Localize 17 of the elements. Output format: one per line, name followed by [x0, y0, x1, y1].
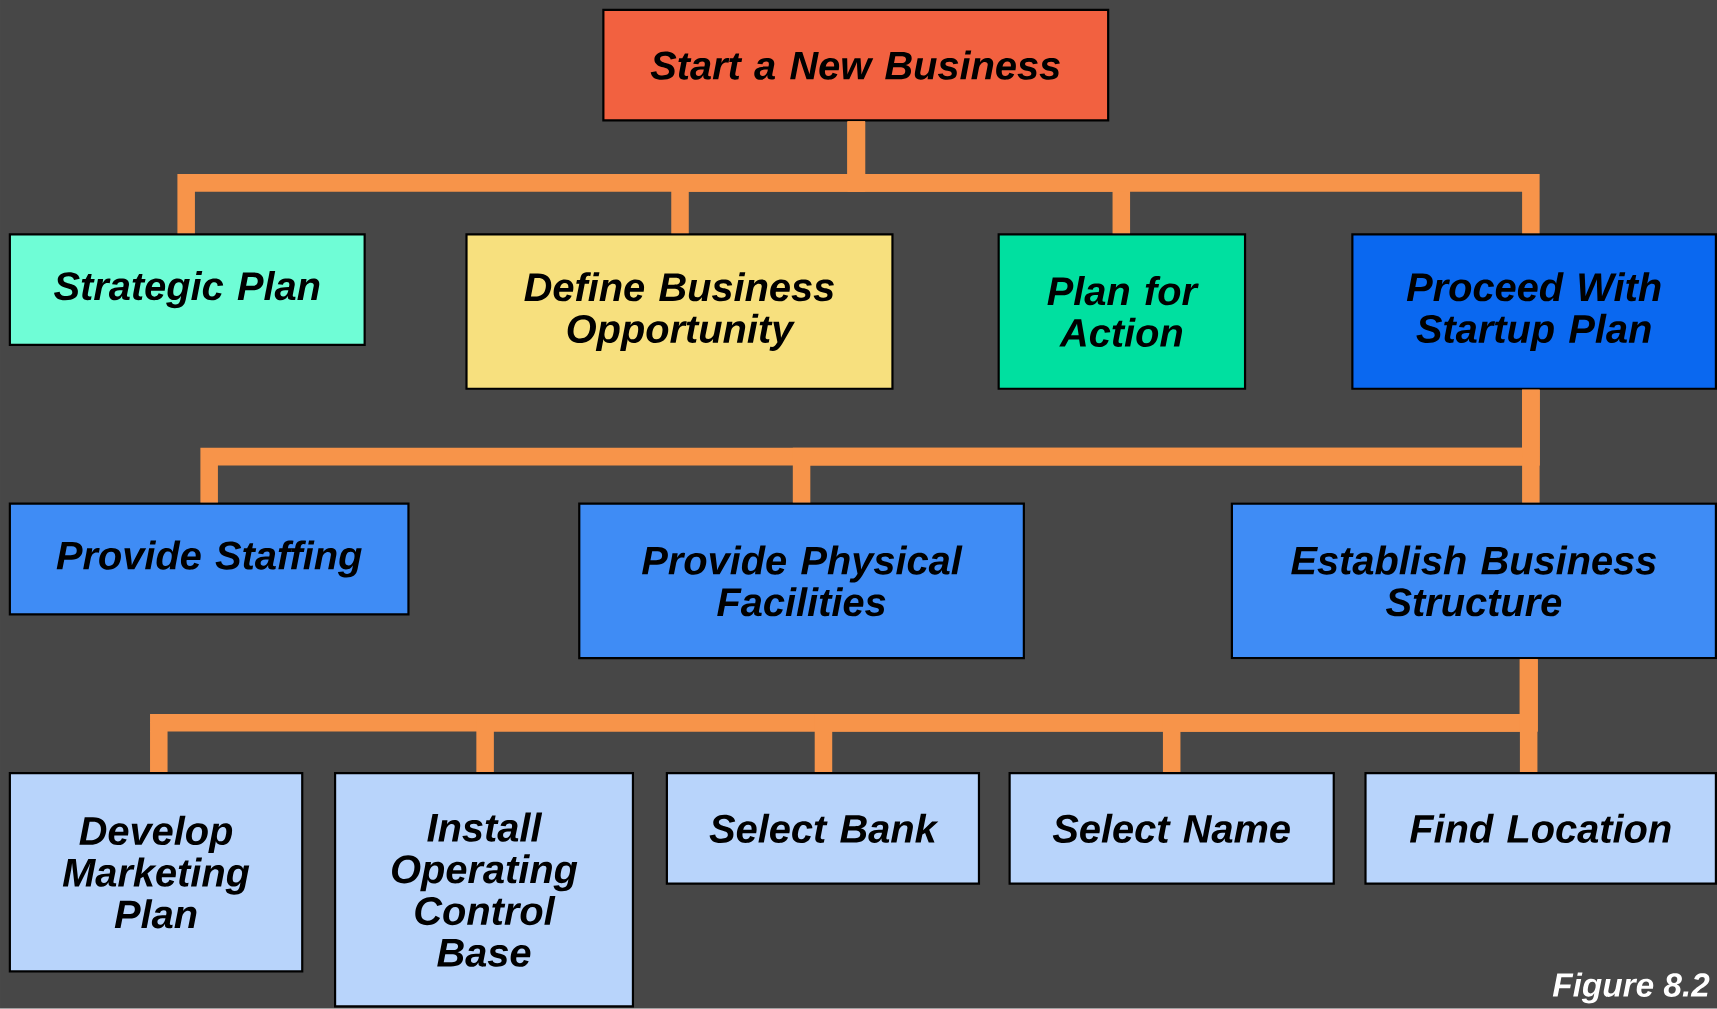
task-box: Proceed With Startup Plan — [1351, 233, 1717, 391]
connector-line — [847, 121, 1540, 234]
task-box: Plan for Action — [997, 233, 1247, 391]
task-box: Select Bank — [665, 772, 981, 886]
task-box: Install Operating Control Base — [334, 772, 635, 1008]
task-box: Develop Marketing Plan — [8, 772, 304, 973]
task-box: Select Name — [1008, 772, 1335, 886]
figure-label: Figure 8.2 — [1552, 972, 1710, 1004]
task-box: Find Location — [1364, 772, 1717, 886]
task-box: Define Business Opportunity — [465, 233, 894, 391]
task-box: Provide Staffing — [8, 502, 410, 616]
task-box: Start a New Business — [602, 9, 1110, 122]
task-box: Establish Business Structure — [1230, 502, 1717, 660]
connector-line — [1522, 390, 1540, 503]
task-box: Provide Physical Facilities — [578, 502, 1025, 660]
task-box: Strategic Plan — [8, 233, 366, 347]
connector-line — [1519, 659, 1538, 773]
